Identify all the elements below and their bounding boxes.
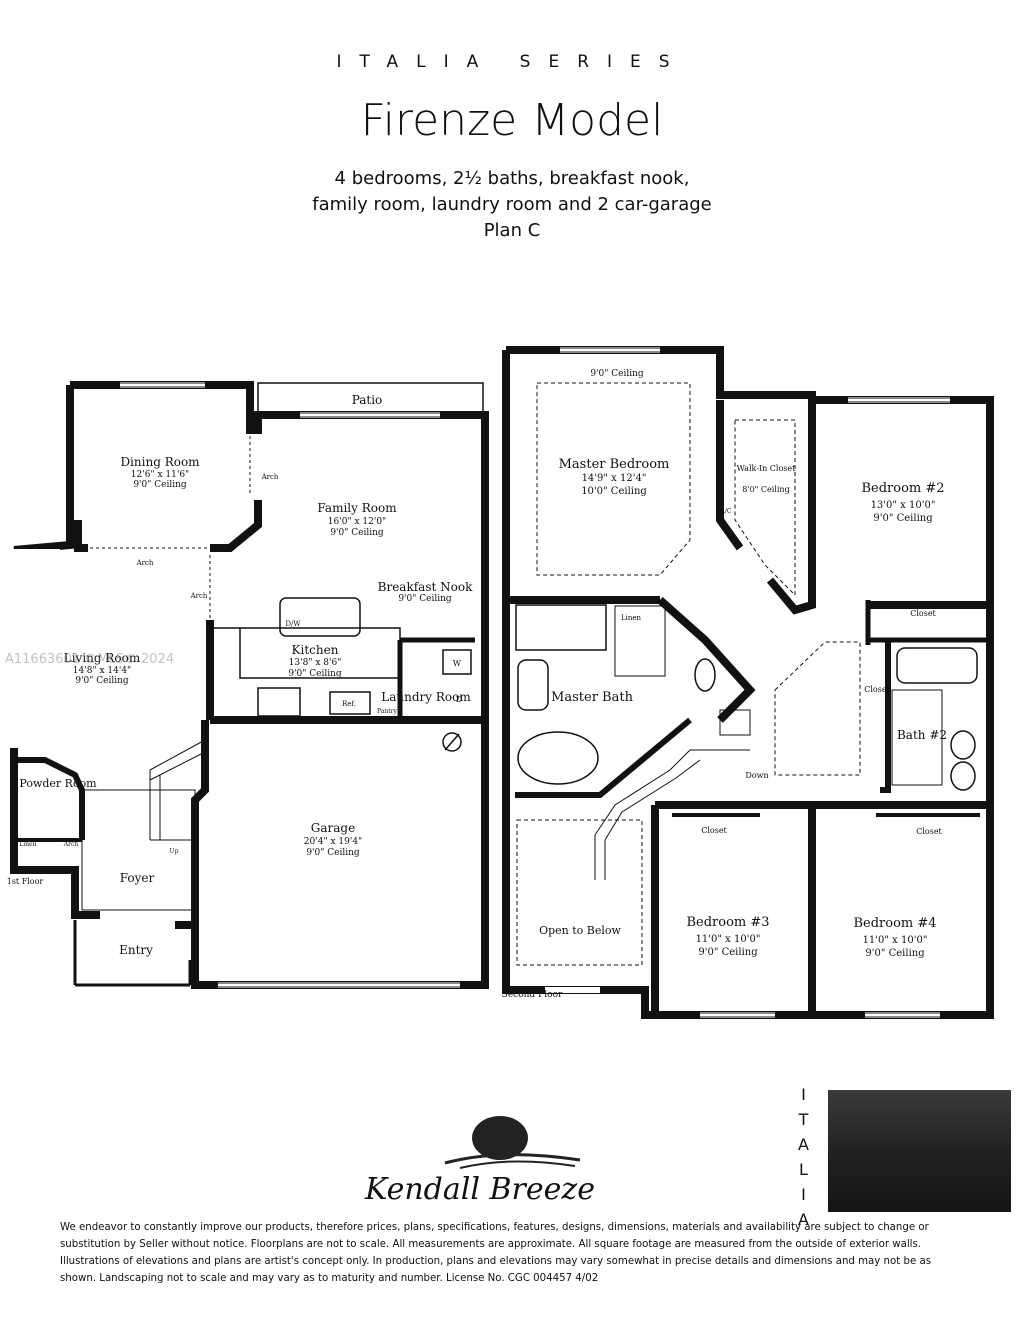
- svg-text:14'9" x 12'4": 14'9" x 12'4": [582, 473, 647, 484]
- room-living: Living Room: [64, 651, 141, 665]
- sink-icon: [517, 659, 549, 711]
- svg-text:16'0" x 12'0": 16'0" x 12'0": [328, 517, 386, 527]
- svg-text:Ref.: Ref.: [342, 700, 356, 708]
- svg-text:10'0" Ceiling: 10'0" Ceiling: [581, 486, 647, 497]
- svg-text:W: W: [453, 659, 462, 668]
- kitchen-counter: [210, 597, 472, 717]
- svg-text:9'0" Ceiling: 9'0" Ceiling: [288, 669, 342, 679]
- room-bedroom-4: Bedroom #4: [853, 916, 936, 931]
- subtitle-line-1: 4 bedrooms, 2½ baths, breakfast nook,: [334, 168, 690, 189]
- floor-plan-drawing: Patio Dining Room 12'6" x 11'6" 9'0" Cei…: [7, 346, 994, 1019]
- room-bath-2: Bath #2: [897, 728, 947, 742]
- svg-text:13'8" x 8'6": 13'8" x 8'6": [289, 658, 342, 668]
- room-laundry: Laundry Room: [381, 690, 471, 704]
- master-bath-tile: [614, 605, 666, 677]
- italia-vertical-text: ITALIA: [794, 1085, 813, 1235]
- series-heading: ITALIA SERIES: [336, 52, 688, 72]
- room-bedroom-2: Bedroom #2: [861, 481, 944, 496]
- room-entry: Entry: [119, 943, 153, 957]
- svg-text:Arch: Arch: [63, 841, 79, 848]
- svg-text:Arch: Arch: [136, 559, 154, 567]
- plan-label: Plan C: [483, 220, 541, 241]
- first-floor-label: 1st Floor: [7, 877, 44, 886]
- bath2-tub-icon: [896, 647, 978, 684]
- room-family: Family Room: [317, 501, 397, 515]
- svg-text:Closet: Closet: [864, 685, 890, 694]
- svg-text:Linen: Linen: [621, 614, 642, 622]
- brand-name: Kendall Breeze: [365, 1172, 595, 1207]
- second-floor-window-lines: [560, 347, 950, 1018]
- room-breakfast-nook: Breakfast Nook: [378, 580, 473, 594]
- room-master-bath: Master Bath: [551, 690, 634, 705]
- water-heater-icon: [442, 732, 462, 752]
- svg-text:Closet: Closet: [910, 609, 936, 618]
- first-floor-labels: Patio Dining Room 12'6" x 11'6" 9'0" Cei…: [7, 393, 473, 957]
- room-master-bedroom: Master Bedroom: [559, 457, 670, 472]
- second-floor-windows: [545, 347, 950, 1018]
- shower-icon: [515, 604, 607, 651]
- foyer-tile: [81, 789, 196, 911]
- bath2-sink-icon-2: [950, 761, 976, 791]
- svg-text:9'0" Ceiling: 9'0" Ceiling: [865, 948, 925, 959]
- bath2-sink-icon: [950, 730, 976, 760]
- toilet-icon: [694, 658, 716, 692]
- svg-text:9'0" Ceiling: 9'0" Ceiling: [590, 369, 644, 379]
- arch-openings: [90, 430, 251, 620]
- room-kitchen: Kitchen: [292, 643, 339, 657]
- svg-text:D: D: [456, 695, 462, 704]
- room-bedroom-3: Bedroom #3: [686, 915, 769, 930]
- svg-text:20'4" x 19'4": 20'4" x 19'4": [304, 837, 362, 847]
- svg-text:9'0" Ceiling: 9'0" Ceiling: [698, 947, 758, 958]
- ceiling-outlines: [516, 382, 861, 966]
- svg-text:A/C: A/C: [720, 508, 732, 515]
- svg-text:8'0" Ceiling: 8'0" Ceiling: [742, 485, 789, 494]
- svg-text:9'0" Ceiling: 9'0" Ceiling: [873, 513, 933, 524]
- svg-text:13'0" x 10'0": 13'0" x 10'0": [871, 500, 936, 511]
- stairs-first-floor: [149, 739, 206, 841]
- svg-text:Pantry: Pantry: [377, 708, 397, 715]
- svg-text:Down: Down: [745, 771, 768, 780]
- svg-text:9'0" Ceiling: 9'0" Ceiling: [306, 848, 360, 858]
- bath2-tile: [891, 689, 943, 786]
- room-walk-in-closet: Walk-In Closet: [737, 464, 796, 473]
- room-patio: Patio: [352, 393, 383, 407]
- mls-watermark: A11663601 ©MLS® 2024: [5, 652, 175, 667]
- room-powder: Powder Room: [19, 777, 97, 790]
- svg-text:Closet: Closet: [916, 827, 942, 836]
- svg-text:9'0" Ceiling: 9'0" Ceiling: [398, 594, 452, 604]
- kendall-breeze-logo-icon: [444, 1116, 581, 1169]
- second-floor-label: Second Floor: [502, 990, 563, 1000]
- disclaimer-text: We endeavor to constantly improve our pr…: [60, 1222, 932, 1284]
- colosseum-photo: [828, 1090, 1011, 1212]
- open-to-below: Open to Below: [539, 924, 621, 937]
- room-dining: Dining Room: [120, 455, 200, 469]
- model-title: Firenze Model: [360, 95, 664, 146]
- second-floor-labels: 9'0" Ceiling Master Bedroom 14'9" x 12'4…: [502, 369, 947, 1000]
- svg-text:Arch: Arch: [261, 473, 279, 481]
- svg-text:Linen: Linen: [19, 841, 36, 848]
- svg-text:D/W: D/W: [285, 620, 301, 628]
- first-floor-windows: [14, 382, 460, 988]
- svg-text:9'0" Ceiling: 9'0" Ceiling: [75, 676, 129, 686]
- first-floor-window-lines: [120, 382, 460, 988]
- bathtub-icon: [517, 731, 599, 785]
- svg-text:12'6" x 11'6": 12'6" x 11'6": [131, 470, 189, 480]
- svg-text:Closet: Closet: [701, 826, 727, 835]
- svg-text:Arch: Arch: [190, 592, 208, 600]
- subtitle-line-2: family room, laundry room and 2 car-gara…: [312, 194, 712, 215]
- svg-text:11'0" x 10'0": 11'0" x 10'0": [863, 935, 928, 946]
- svg-text:14'8" x 14'4": 14'8" x 14'4": [73, 666, 131, 676]
- room-garage: Garage: [311, 821, 355, 835]
- svg-text:9'0" Ceiling: 9'0" Ceiling: [133, 480, 187, 490]
- svg-text:11'0" x 10'0": 11'0" x 10'0": [696, 934, 761, 945]
- stairs-second-floor: [594, 709, 751, 880]
- svg-text:Up: Up: [170, 848, 179, 855]
- second-floor-walls: [502, 346, 994, 1019]
- svg-text:9'0" Ceiling: 9'0" Ceiling: [330, 528, 384, 538]
- room-foyer: Foyer: [120, 871, 155, 885]
